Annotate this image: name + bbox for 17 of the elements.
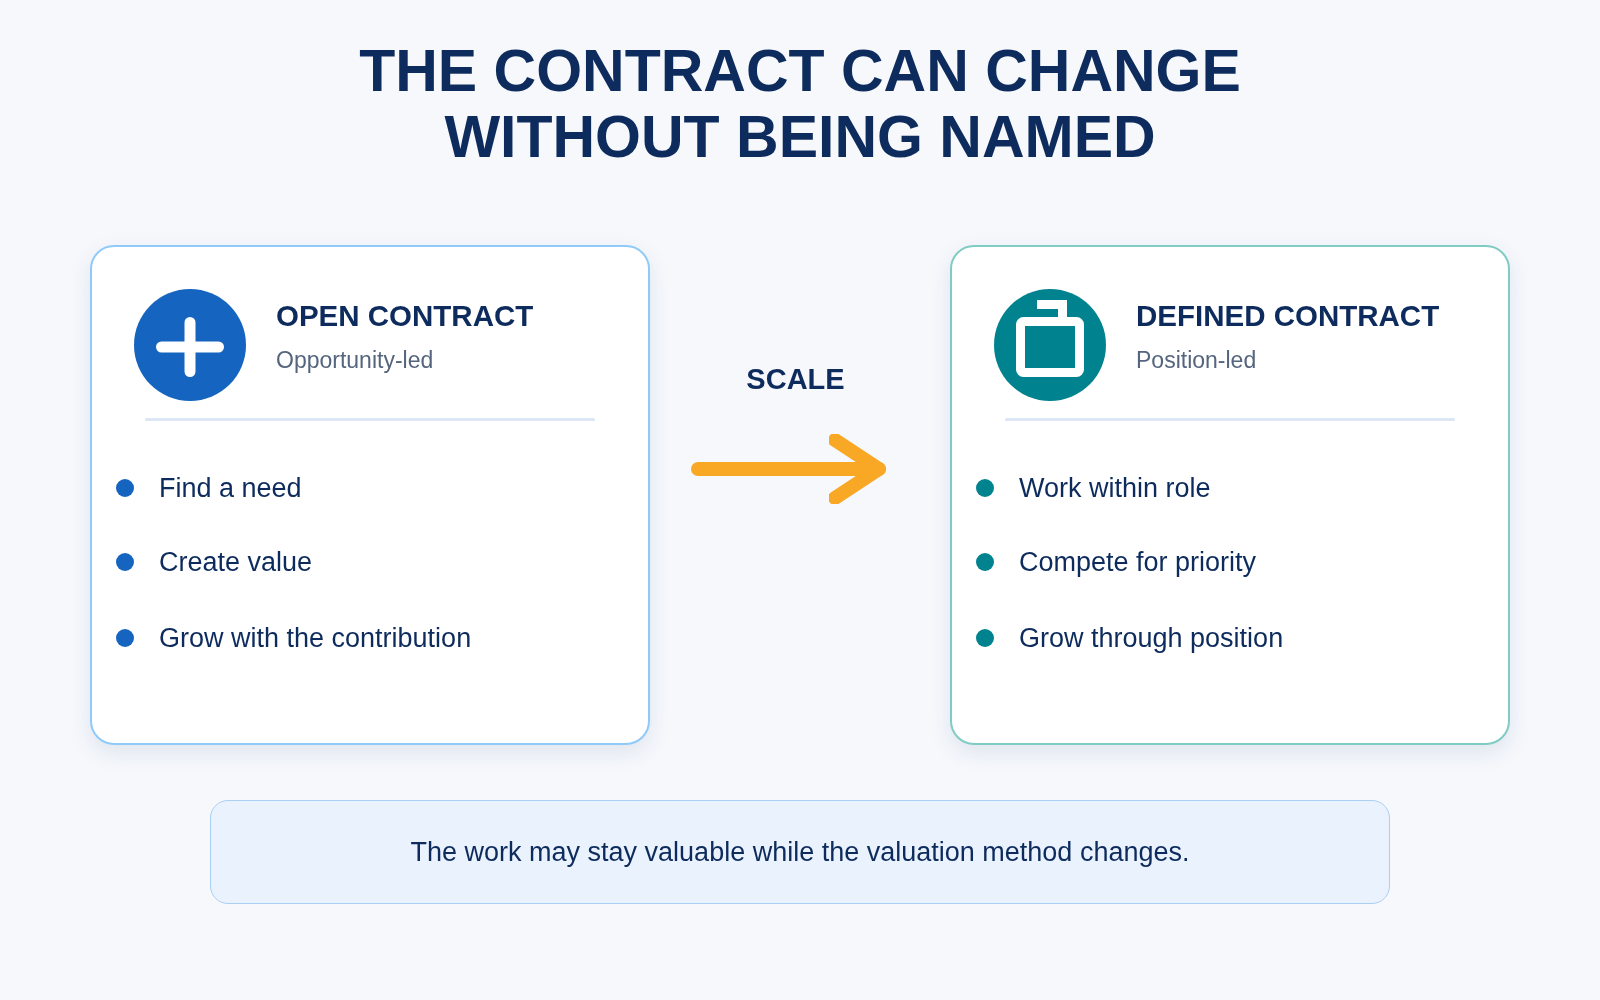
contract-card <box>90 245 650 745</box>
list-item: Create value <box>159 546 313 578</box>
list-item: Find a need <box>159 472 302 504</box>
list-item: Grow with the contribution <box>159 622 472 654</box>
note-box <box>210 800 1390 904</box>
note-text: The work may stay valuable while the valuation method changes. <box>410 836 1190 868</box>
edge-label: SCALE <box>746 364 845 396</box>
card-title: DEFINED CONTRACT <box>1136 301 1440 331</box>
contract-card <box>950 245 1510 745</box>
list-item: Work within role <box>1019 472 1211 504</box>
list-item: Compete for priority <box>1019 546 1257 578</box>
card-subtitle: Position-led <box>1136 347 1257 375</box>
arrow <box>691 433 886 505</box>
card-subtitle: Opportunity-led <box>276 347 434 375</box>
list-item: Grow through position <box>1019 622 1284 654</box>
card-title: OPEN CONTRACT <box>276 301 534 331</box>
diagram-title: THE CONTRACT CAN CHANGE WITHOUT BEING NAMED <box>358 38 1242 170</box>
